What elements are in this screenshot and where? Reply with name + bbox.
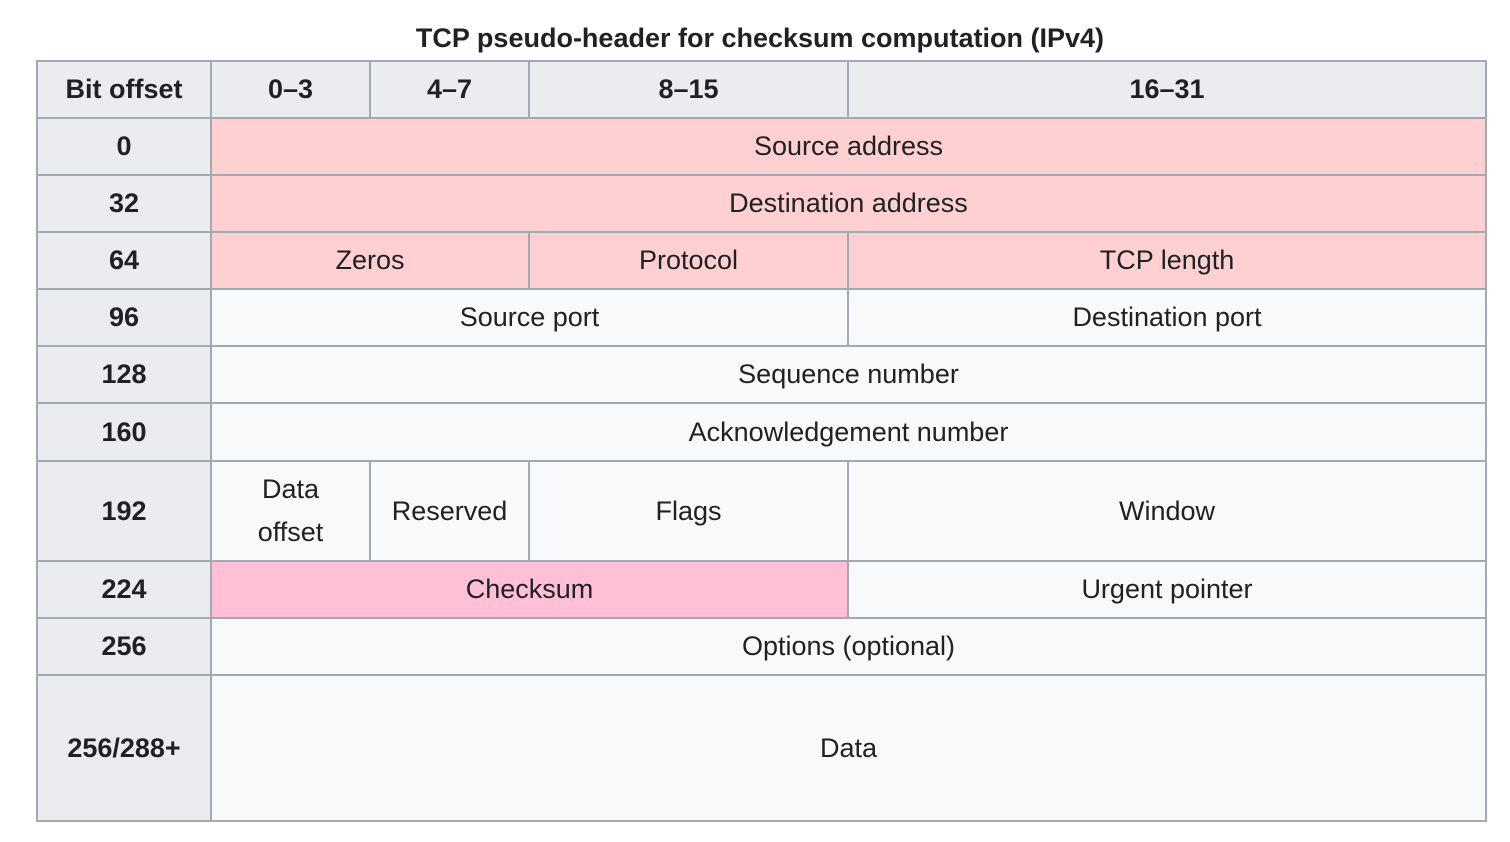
cell-zeros: Zeros bbox=[210, 231, 530, 290]
cell-source-address: Source address bbox=[210, 117, 1487, 176]
row-offset: 160 bbox=[36, 402, 212, 462]
row-offset: 64 bbox=[36, 231, 212, 290]
cell-window: Window bbox=[847, 460, 1487, 562]
table-caption: TCP pseudo-header for checksum computati… bbox=[415, 23, 1105, 53]
table-row: 32 Destination address bbox=[36, 174, 1487, 233]
cell-protocol: Protocol bbox=[528, 231, 849, 290]
row-offset: 192 bbox=[36, 460, 212, 562]
cell-destination-port: Destination port bbox=[847, 288, 1487, 347]
table-row: 256 Options (optional) bbox=[36, 617, 1487, 676]
table-row: 160 Acknowledgement number bbox=[36, 402, 1487, 462]
table-row: 0 Source address bbox=[36, 117, 1487, 176]
header-row: Bit offset 0–3 4–7 8–15 16–31 bbox=[36, 60, 1487, 119]
header-bits-0-3: 0–3 bbox=[210, 60, 371, 119]
cell-checksum: Checksum bbox=[210, 560, 849, 619]
row-offset: 0 bbox=[36, 117, 212, 176]
cell-acknowledgement-number: Acknowledgement number bbox=[210, 402, 1487, 462]
cell-flags: Flags bbox=[528, 460, 849, 562]
table-row: 64 Zeros Protocol TCP length bbox=[36, 231, 1487, 290]
row-offset: 32 bbox=[36, 174, 212, 233]
cell-source-port: Source port bbox=[210, 288, 849, 347]
row-offset: 128 bbox=[36, 345, 212, 404]
header-bits-16-31: 16–31 bbox=[847, 60, 1487, 119]
cell-reserved: Reserved bbox=[369, 460, 530, 562]
cell-sequence-number: Sequence number bbox=[210, 345, 1487, 404]
table-row: 224 Checksum Urgent pointer bbox=[36, 560, 1487, 619]
cell-options: Options (optional) bbox=[210, 617, 1487, 676]
cell-destination-address: Destination address bbox=[210, 174, 1487, 233]
table-row: 192 Data offset Reserved Flags Window bbox=[36, 460, 1487, 562]
cell-urgent-pointer: Urgent pointer bbox=[847, 560, 1487, 619]
cell-data-offset-text: Data offset bbox=[257, 474, 324, 547]
cell-tcp-length: TCP length bbox=[847, 231, 1487, 290]
table-row: 128 Sequence number bbox=[36, 345, 1487, 404]
tcp-pseudo-header-table: Bit offset 0–3 4–7 8–15 16–31 0 Source a… bbox=[36, 60, 1487, 822]
header-bit-offset: Bit offset bbox=[36, 60, 212, 119]
row-offset: 224 bbox=[36, 560, 212, 619]
header-bits-8-15: 8–15 bbox=[528, 60, 849, 119]
cell-data-offset: Data offset bbox=[210, 460, 371, 562]
cell-data: Data bbox=[210, 674, 1487, 822]
row-offset: 256/288+ bbox=[36, 674, 212, 822]
row-offset: 256 bbox=[36, 617, 212, 676]
row-offset: 96 bbox=[36, 288, 212, 347]
table-row: 96 Source port Destination port bbox=[36, 288, 1487, 347]
header-bits-4-7: 4–7 bbox=[369, 60, 530, 119]
table-row: 256/288+ Data bbox=[36, 674, 1487, 822]
